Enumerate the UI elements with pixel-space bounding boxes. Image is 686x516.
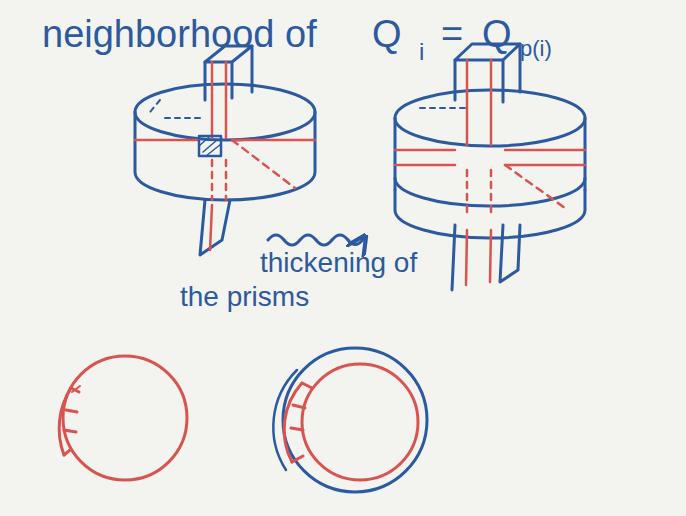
subscript: p(i) bbox=[520, 36, 552, 62]
annotation: thickening of the prisms bbox=[180, 246, 420, 313]
thickened-circle-section bbox=[273, 348, 427, 492]
title: neighborhood of bbox=[42, 12, 317, 58]
neighborhood-figure bbox=[135, 46, 315, 255]
squiggle-arrow bbox=[268, 235, 364, 245]
math-symbol: Q bbox=[372, 12, 402, 58]
circle-section bbox=[59, 356, 187, 480]
math-symbol: Q bbox=[482, 12, 512, 58]
subscript: i bbox=[419, 38, 424, 67]
thickened-figure bbox=[395, 44, 585, 290]
math-symbol: = bbox=[441, 12, 463, 58]
